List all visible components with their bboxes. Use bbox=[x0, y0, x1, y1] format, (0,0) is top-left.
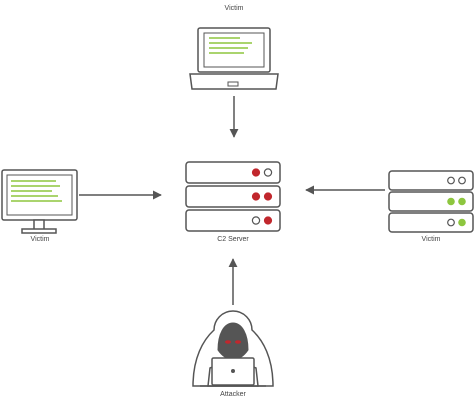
monitor-icon bbox=[1, 169, 78, 234]
c2-server-label: C2 Server bbox=[217, 236, 249, 243]
attacker-label: Attacker bbox=[220, 391, 246, 398]
hooded-hacker-icon bbox=[192, 310, 274, 387]
laptop-icon bbox=[189, 27, 279, 90]
victim-monitor-label: Victim bbox=[30, 236, 50, 243]
c2-server-icon bbox=[185, 161, 281, 232]
victim-server-icon bbox=[388, 170, 474, 233]
victim-laptop-label: Victim bbox=[224, 5, 244, 12]
victim-server-label: Victim bbox=[421, 236, 441, 243]
